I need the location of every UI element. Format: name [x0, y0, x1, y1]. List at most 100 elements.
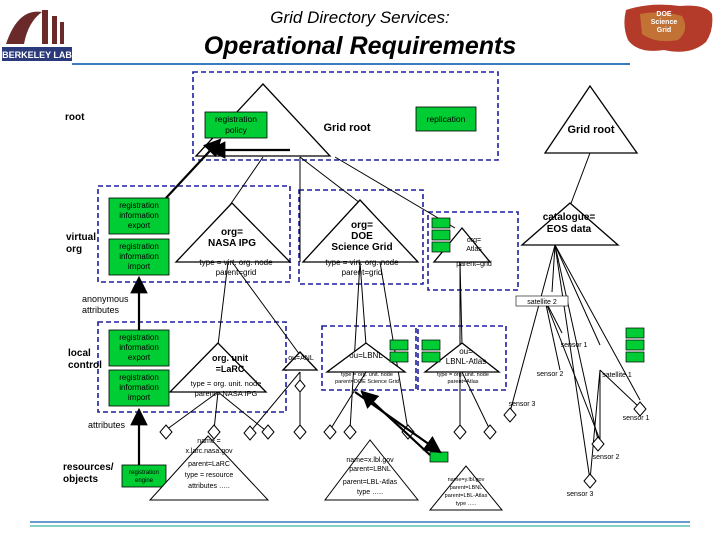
- reg-import-bot-line3: import: [128, 393, 151, 402]
- larc-triangle: [168, 342, 268, 393]
- doe-vo-group-box: [298, 189, 424, 285]
- attributes-side-label: attributes: [88, 420, 126, 430]
- grid-root-1-label: Grid root: [323, 122, 370, 134]
- doe-science-grid-logo: DOE Science Grid: [624, 4, 713, 52]
- sensor-1a-label: sensor 1: [561, 342, 588, 349]
- reg-import-top-line2: information: [119, 252, 159, 261]
- larc-label-2: =LaRC: [216, 364, 245, 374]
- atlas-res-arrow: [360, 390, 431, 456]
- larc-resource-triangle: [148, 435, 270, 501]
- reg-engine-line2: engine: [135, 478, 154, 484]
- reg-policy-line1: registration: [215, 114, 257, 124]
- doe-label-1: org=: [351, 220, 373, 231]
- sensor-3b-label: sensor 3: [567, 491, 594, 498]
- lbnl-atlas-label-2: LBNL-Atlas: [446, 357, 486, 366]
- reg-export-top-box: [108, 197, 170, 235]
- eos-label-2: EOS data: [547, 224, 592, 235]
- lbl-res-2: parent=LBNL: [349, 466, 391, 473]
- larc-attr-1: type = org. unit. node: [191, 379, 262, 388]
- resources-side-label: resources/objects: [63, 462, 114, 485]
- larc-res-2: x.larc.nasa.gov: [185, 448, 233, 455]
- atlas-label-1: org=: [467, 237, 481, 244]
- reg-import-bot-line2: information: [119, 383, 159, 392]
- atlas-attr: parent=grid: [456, 261, 492, 268]
- replication-label: replication: [427, 114, 466, 124]
- reg-export-top-line1: registration: [119, 201, 159, 210]
- nasa-label-1: org=: [221, 227, 243, 238]
- root-side-label: root: [65, 112, 85, 123]
- reg-export-top-line2: information: [119, 211, 159, 220]
- small-green-squares: [389, 217, 645, 463]
- lbnl-atlas-attr-1: type = org. unit. node: [437, 372, 489, 378]
- reg-import-top-box: [108, 238, 170, 276]
- sensor-2a-label: sensor 2: [537, 371, 564, 378]
- eos-data-triangle: [520, 202, 620, 246]
- lbl-res2-4: type …..: [456, 501, 477, 507]
- nasa-label-2: NASA IPG: [208, 238, 256, 249]
- lbl-res-4: type …..: [357, 489, 383, 496]
- reg-import-bot-box: [108, 369, 170, 407]
- lbnl-atlas-label-1: ou=: [459, 347, 473, 356]
- reg-engine-line1: registration: [129, 470, 159, 476]
- doe-logo-line2: Science: [651, 19, 678, 26]
- atlas-vo-group-box: [427, 211, 519, 291]
- lbnl-triangle: [325, 342, 407, 373]
- reg-import-bot-line1: registration: [119, 373, 159, 382]
- anl-label: ou=ANL: [288, 355, 314, 362]
- lbl-resource-2-triangle: [428, 465, 504, 511]
- reg-import-top-line3: import: [128, 262, 151, 271]
- doe-logo-line1: DOE: [656, 11, 672, 18]
- reg-export-bot-line1: registration: [119, 333, 159, 342]
- reg-export-bot-box: [108, 329, 170, 367]
- atlas-label-2: Atlas: [466, 246, 482, 253]
- leaf-diamonds: [159, 379, 647, 489]
- replication-box: [415, 106, 477, 132]
- lbl-resource-triangle: [324, 439, 420, 501]
- lbl-res-3: parent=LBL-Atlas: [343, 479, 398, 486]
- satellite-2-label: satellite 2: [527, 299, 557, 306]
- larc-label-1: org. unit: [212, 353, 248, 363]
- slide-title-line1: Grid Directory Services:: [270, 8, 450, 27]
- satellite-2-box: [515, 295, 569, 307]
- larc-res-4: type = resource: [185, 472, 234, 479]
- doe-science-grid-triangle: [301, 199, 420, 263]
- lab-logo-text: BERKELEY LAB: [2, 50, 72, 60]
- lbnl-label: ou=LBNL: [349, 351, 383, 360]
- nasa-vo-group-box: [97, 185, 291, 283]
- reg-export-bot-line3: export: [128, 353, 151, 362]
- eos-label-1: catalogue=: [543, 212, 596, 223]
- nasa-ipg-triangle: [174, 202, 292, 263]
- doe-label-3: Science Grid: [331, 242, 392, 253]
- larc-res-3: parent=LaRC: [188, 461, 230, 468]
- lbnl-atlas-attr-2: parent=Atlas: [447, 379, 478, 385]
- doe-logo-line3: Grid: [657, 27, 671, 34]
- larc-res-1: name =: [197, 438, 221, 445]
- registration-policy-box: [204, 111, 268, 139]
- sensor-3a-label: sensor 3: [509, 401, 536, 408]
- larc-res-5: attributes …..: [188, 483, 230, 490]
- doe-label-2: DOE: [351, 231, 373, 242]
- doe-attr-1: type = virt. org. node: [325, 258, 399, 267]
- reg-policy-line2: policy: [225, 125, 247, 135]
- larc-attr-2: parent= NASA IPG: [195, 389, 258, 398]
- lbnl-atlas-triangle: [423, 342, 501, 373]
- reg-export-top-line3: export: [128, 221, 151, 230]
- nasa-attr-2: parent=grid: [216, 268, 257, 277]
- lbnl-attr-2: parent=DOE Science Grid: [335, 379, 399, 385]
- export-to-policy-arrow: [165, 138, 222, 199]
- root-group-box: [192, 71, 499, 161]
- satellite-1-label: satellite 1: [602, 372, 632, 379]
- registration-engine-box: [121, 464, 167, 488]
- lbnl-attr-1: type = org. unit. node: [341, 372, 393, 378]
- reg-export-bot-line2: information: [119, 343, 159, 352]
- lbnl-local-group-box: [321, 325, 417, 391]
- connector-lines: [165, 152, 641, 481]
- grid-root-triangle-2: [543, 84, 639, 154]
- lbl-res-1: name=x.lbl.gov: [346, 457, 394, 464]
- sensor-1b-label: sensor 1: [623, 415, 650, 422]
- lbl-res2-1: name=y.lbl.gov: [448, 477, 485, 483]
